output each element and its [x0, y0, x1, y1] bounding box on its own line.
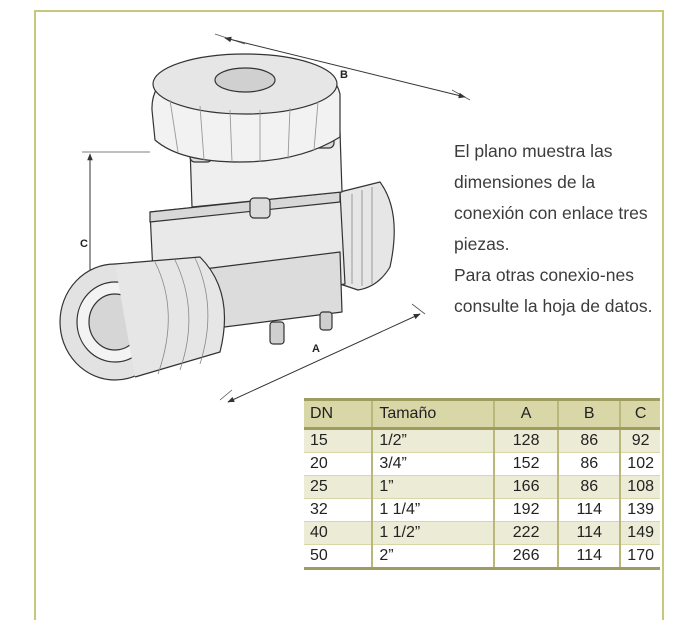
table-row: 40 1 1/2” 222 114 149: [304, 521, 660, 545]
dimension-label-c: C: [80, 238, 88, 250]
cell-b: 86: [557, 475, 621, 499]
valve-body: [59, 53, 395, 381]
cell-b: 114: [557, 544, 621, 570]
cell-c: 108: [619, 475, 660, 499]
page-frame: [34, 10, 664, 620]
cell-tamano: 1 1/4”: [371, 498, 495, 522]
table-row: 15 1/2” 128 86 92: [304, 428, 660, 453]
dimension-b: B: [214, 33, 471, 101]
table-row: 25 1” 166 86 108: [304, 475, 660, 499]
cell-b: 86: [557, 428, 621, 453]
description-paragraph-2: Para otras conexio-nes consulte la hoja …: [454, 265, 653, 316]
header-tamano: Tamaño: [371, 398, 495, 430]
cell-c: 170: [619, 544, 660, 570]
valve-drawing: B C A: [59, 33, 471, 403]
description-paragraph-1: El plano muestra las dimensiones de la c…: [454, 141, 648, 254]
description-text: El plano muestra las dimensiones de la c…: [454, 136, 664, 322]
cell-a: 266: [493, 544, 559, 570]
cell-tamano: 3/4”: [371, 452, 495, 476]
cell-c: 149: [619, 521, 660, 545]
cell-a: 152: [493, 452, 559, 476]
cell-c: 139: [619, 498, 660, 522]
table-header-row: DN Tamaño A B C: [304, 398, 660, 430]
cell-tamano: 1/2”: [371, 428, 495, 453]
dimension-label-b: B: [340, 69, 348, 81]
cell-b: 86: [557, 452, 621, 476]
dimension-label-a: A: [312, 343, 320, 355]
cell-a: 128: [493, 428, 559, 453]
cell-dn: 15: [304, 428, 373, 453]
cell-b: 114: [557, 498, 621, 522]
cell-tamano: 2”: [371, 544, 495, 570]
cell-dn: 20: [304, 452, 373, 476]
cell-tamano: 1 1/2”: [371, 521, 495, 545]
header-dn: DN: [304, 398, 373, 430]
header-a: A: [493, 398, 559, 430]
header-c: C: [619, 398, 660, 430]
cell-a: 192: [493, 498, 559, 522]
cell-dn: 40: [304, 521, 373, 545]
cell-dn: 25: [304, 475, 373, 499]
dimension-a: A: [219, 303, 426, 403]
cell-tamano: 1”: [371, 475, 495, 499]
cell-a: 166: [493, 475, 559, 499]
cell-dn: 50: [304, 544, 373, 570]
table-row: 20 3/4” 152 86 102: [304, 452, 660, 476]
cell-dn: 32: [304, 498, 373, 522]
cell-c: 92: [619, 428, 660, 453]
header-b: B: [557, 398, 621, 430]
cell-a: 222: [493, 521, 559, 545]
cell-b: 114: [557, 521, 621, 545]
dimensions-table: DN Tamaño A B C 15 1/2” 128 86 92 20 3/4…: [304, 398, 660, 570]
table-row: 50 2” 266 114 170: [304, 544, 660, 570]
table-row: 32 1 1/4” 192 114 139: [304, 498, 660, 522]
cell-c: 102: [619, 452, 660, 476]
